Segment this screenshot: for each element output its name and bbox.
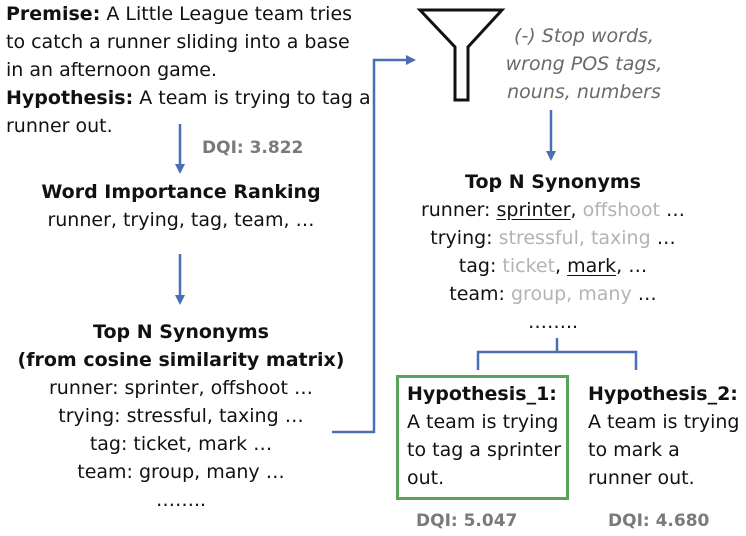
synonyms-right-ellipsis: …….. (527, 311, 579, 333)
ranking-words: runner, trying, tag, team, … (47, 209, 315, 231)
synonyms-left: Top N Synonyms (from cosine similarity m… (0, 318, 362, 514)
ranking-title: Word Importance Ranking (41, 181, 321, 203)
hypothesis-2-line: runner out. (588, 467, 695, 489)
synonym-row: team: group, many … (449, 283, 657, 305)
hypothesis-2-line: A team is trying (588, 411, 740, 433)
funnel-icon (416, 8, 506, 102)
arrow-synonyms-to-filter (332, 55, 416, 434)
filter-line: nouns, numbers (507, 81, 661, 103)
synonyms-left-ellipsis: …….. (155, 489, 207, 511)
hypothesis-line: runner out. (6, 115, 113, 137)
hypothesis-1: Hypothesis_1: A team is trying to tag a … (407, 380, 561, 492)
word-importance-ranking: Word Importance Ranking runner, trying, … (0, 178, 362, 234)
dqi-hypothesis-2: DQI: 4.680 (608, 511, 710, 531)
hypothesis-1-box (396, 375, 569, 500)
hypothesis-label: Hypothesis: (6, 87, 134, 109)
dqi-original: DQI: 3.822 (202, 138, 304, 158)
synonym-row: runner: sprinter, offshoot … (420, 199, 686, 221)
hypothesis-1-line: out. (407, 467, 445, 489)
premise-label: Premise: (6, 3, 101, 25)
synonym-row: trying: stressful, taxing … (430, 227, 676, 249)
synonym-row: team: group, many … (77, 461, 285, 483)
hypothesis-1-title: Hypothesis_1: (407, 383, 557, 405)
hypothesis-1-line: to tag a sprinter (407, 439, 562, 461)
hypothesis-1-line: A team is trying (407, 411, 559, 433)
premise-line: to catch a runner sliding into a base (6, 31, 350, 53)
premise-text: Premise: A Little League team tries to c… (6, 0, 371, 140)
selected-synonym: sprinter (496, 199, 571, 221)
synonym-row: trying: stressful, taxing … (58, 405, 304, 427)
filter-note: (-) Stop words, wrong POS tags, nouns, n… (496, 22, 672, 106)
hypothesis-2-title: Hypothesis_2: (588, 383, 738, 405)
premise-line: in an afternoon game. (6, 59, 218, 81)
dqi-hypothesis-1: DQI: 5.047 (416, 511, 518, 531)
synonyms-right: Top N Synonyms runner: sprinter, offshoo… (396, 168, 710, 336)
hypothesis-2: Hypothesis_2: A team is trying to mark a… (588, 380, 739, 492)
synonym-row: tag: ticket, mark, … (458, 255, 648, 277)
synonyms-left-subtitle: (from cosine similarity matrix) (17, 349, 345, 371)
filter-line: wrong POS tags, (505, 53, 663, 75)
synonyms-left-title: Top N Synonyms (93, 321, 269, 343)
synonyms-right-title: Top N Synonyms (465, 171, 641, 193)
premise-line: A Little League team tries (106, 3, 353, 25)
filter-line: (-) Stop words, (514, 25, 654, 47)
selected-synonym: mark (567, 255, 617, 277)
synonym-row: tag: ticket, mark … (89, 433, 273, 455)
split-bracket (476, 338, 638, 370)
hypothesis-2-line: to mark a (588, 439, 680, 461)
hypothesis-line: A team is trying to tag a (139, 87, 371, 109)
synonym-row: runner: sprinter, offshoot … (48, 377, 314, 399)
